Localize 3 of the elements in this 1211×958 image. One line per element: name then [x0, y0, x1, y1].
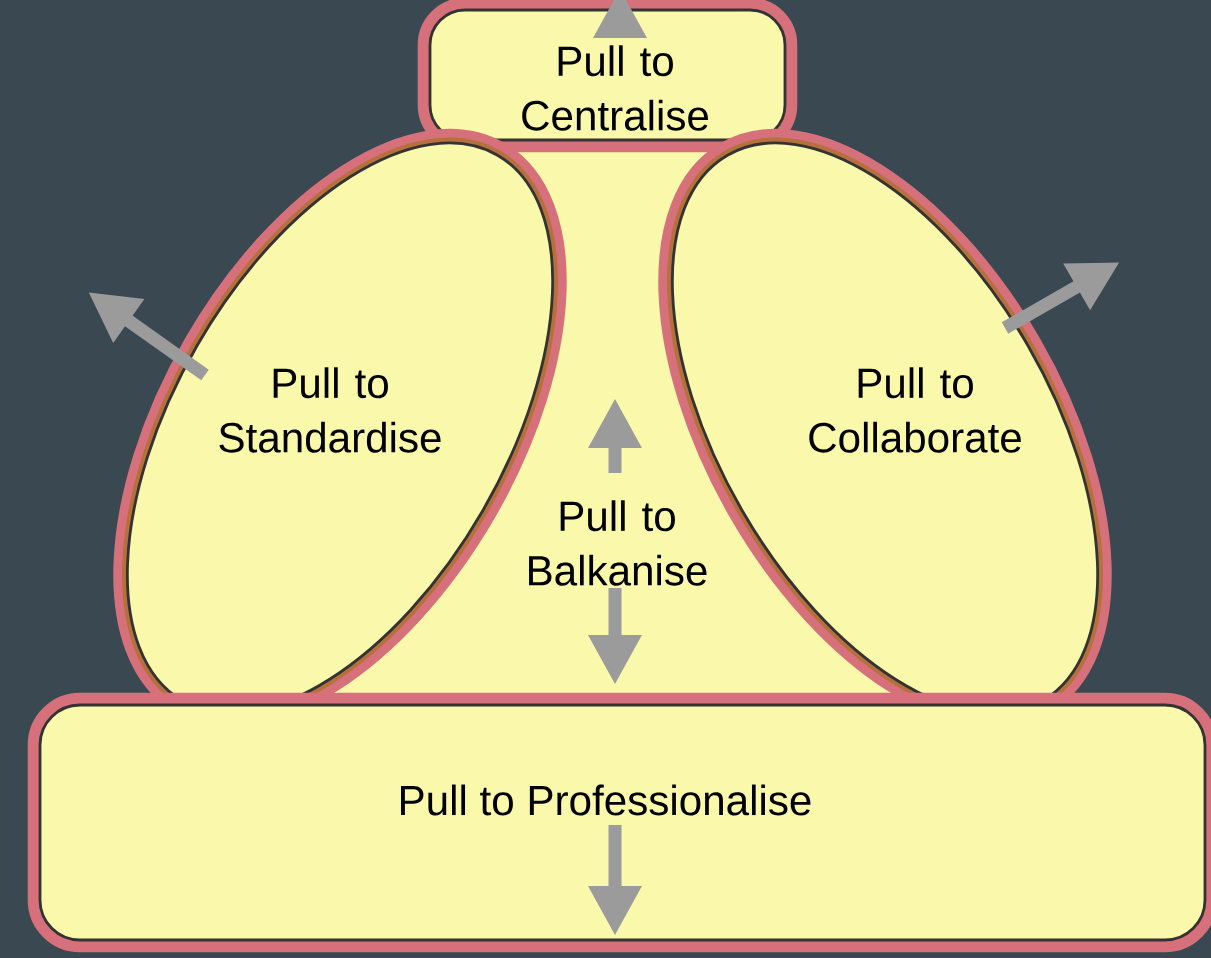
rounded-box: Pull to Centralise [417, 0, 798, 153]
rounded-box: Pull to Professionalise [27, 692, 1211, 953]
node-label: Pull to Balkanise [529, 500, 707, 586]
